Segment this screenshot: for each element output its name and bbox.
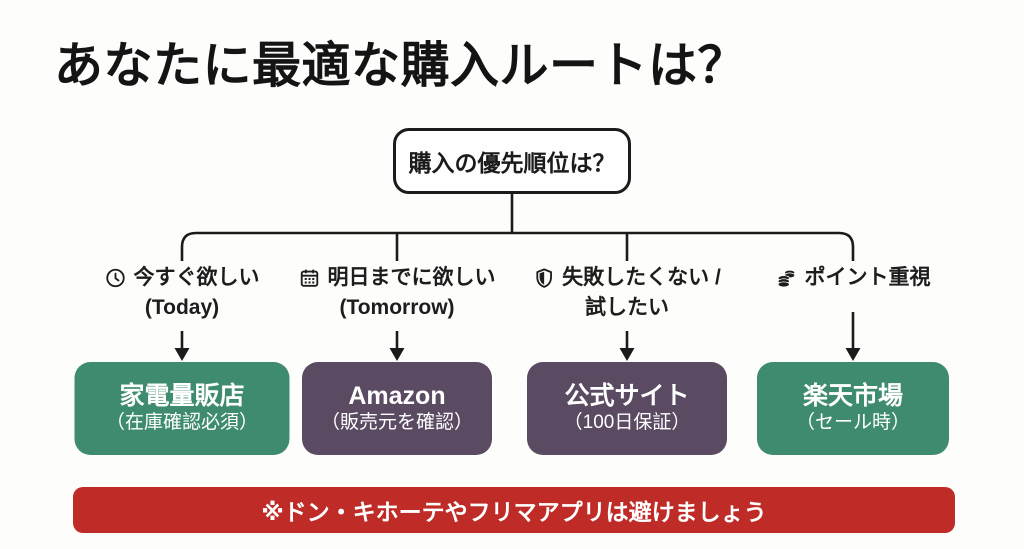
condition-today-sub: (Today) bbox=[144, 296, 220, 319]
condition-no-fail-text: 失敗したくない / bbox=[562, 266, 721, 289]
result-title: Amazon bbox=[348, 381, 446, 410]
condition-tomorrow: 明日までに欲しい (Tomorrow) bbox=[299, 263, 496, 323]
result-subtitle: （在庫確認必須） bbox=[105, 412, 258, 434]
condition-no-fail-line1: 失敗したくない / bbox=[533, 263, 721, 293]
condition-tomorrow-line1: 明日までに欲しい bbox=[299, 263, 496, 293]
condition-no-fail-sub: 試したい bbox=[584, 296, 669, 319]
warning-banner: ※ドン・キホーテやフリマアプリは避けましょう bbox=[73, 487, 955, 533]
root-question-box: 購入の優先順位は？ bbox=[393, 128, 631, 194]
condition-points-line1: ポイント重視 bbox=[776, 263, 931, 293]
clock-icon bbox=[105, 267, 127, 289]
calendar-icon bbox=[299, 267, 321, 289]
condition-today: 今すぐ欲しい (Today) bbox=[105, 263, 260, 323]
condition-tomorrow-text: 明日までに欲しい bbox=[327, 266, 496, 289]
coins-icon bbox=[776, 267, 798, 289]
condition-tomorrow-sub: (Tomorrow) bbox=[339, 296, 455, 319]
result-subtitle: （100日保証） bbox=[563, 412, 691, 434]
shield-icon bbox=[533, 267, 555, 289]
result-box-amazon: Amazon （販売元を確認） bbox=[302, 362, 492, 455]
result-title: 楽天市場 bbox=[802, 381, 903, 410]
condition-no-fail: 失敗したくない / 試したい bbox=[533, 263, 721, 323]
condition-points: ポイント重視 bbox=[776, 263, 931, 293]
result-box-official-site: 公式サイト （100日保証） bbox=[527, 362, 727, 455]
condition-today-line1: 今すぐ欲しい bbox=[105, 263, 260, 293]
result-box-rakuten: 楽天市場 （セール時） bbox=[757, 362, 949, 455]
result-box-kaden-ryohanten: 家電量販店 （在庫確認必須） bbox=[74, 362, 290, 455]
condition-today-text: 今すぐ欲しい bbox=[133, 266, 260, 289]
result-title: 家電量販店 bbox=[119, 381, 245, 410]
result-title: 公式サイト bbox=[564, 381, 690, 410]
result-subtitle: （セール時） bbox=[795, 412, 910, 434]
result-subtitle: （販売元を確認） bbox=[320, 412, 473, 434]
warning-banner-text: ※ドン・キホーテやフリマアプリは避けましょう bbox=[261, 499, 767, 525]
root-question-label: 購入の優先順位は？ bbox=[408, 150, 616, 176]
condition-points-text: ポイント重視 bbox=[804, 266, 931, 289]
page-title: あなたに最適な購入ルートは？ bbox=[54, 39, 748, 93]
